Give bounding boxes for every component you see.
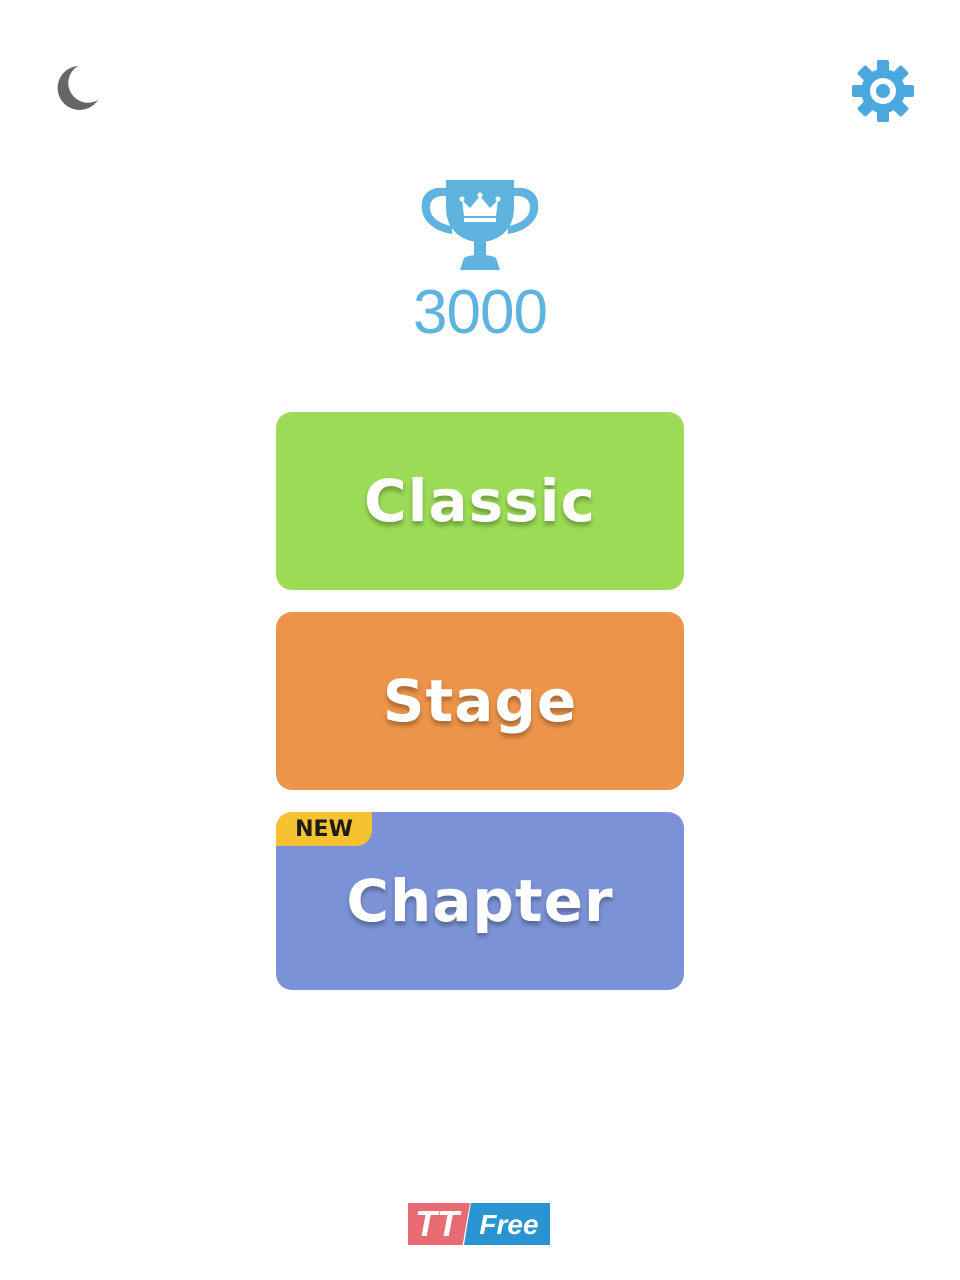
- settings-button[interactable]: [850, 58, 916, 124]
- trophy-icon: [421, 180, 539, 270]
- moon-icon: [57, 66, 98, 110]
- stage-mode-button[interactable]: Stage: [276, 612, 684, 790]
- gear-icon: [852, 60, 914, 122]
- ttfree-logo[interactable]: TT Free: [408, 1203, 550, 1245]
- logo-tt-text: TT: [408, 1203, 470, 1245]
- stage-mode-label: Stage: [382, 667, 578, 735]
- new-badge: NEW: [276, 812, 372, 846]
- trophy-score-value: 3000: [413, 278, 548, 347]
- classic-mode-label: Classic: [364, 467, 596, 535]
- trophy-score: 3000: [380, 170, 580, 350]
- classic-mode-button[interactable]: Classic: [276, 412, 684, 590]
- logo-free-text: Free: [464, 1203, 550, 1245]
- chapter-mode-label: Chapter: [346, 867, 614, 935]
- chapter-mode-button[interactable]: NEW Chapter: [276, 812, 684, 990]
- night-mode-button[interactable]: [48, 62, 102, 116]
